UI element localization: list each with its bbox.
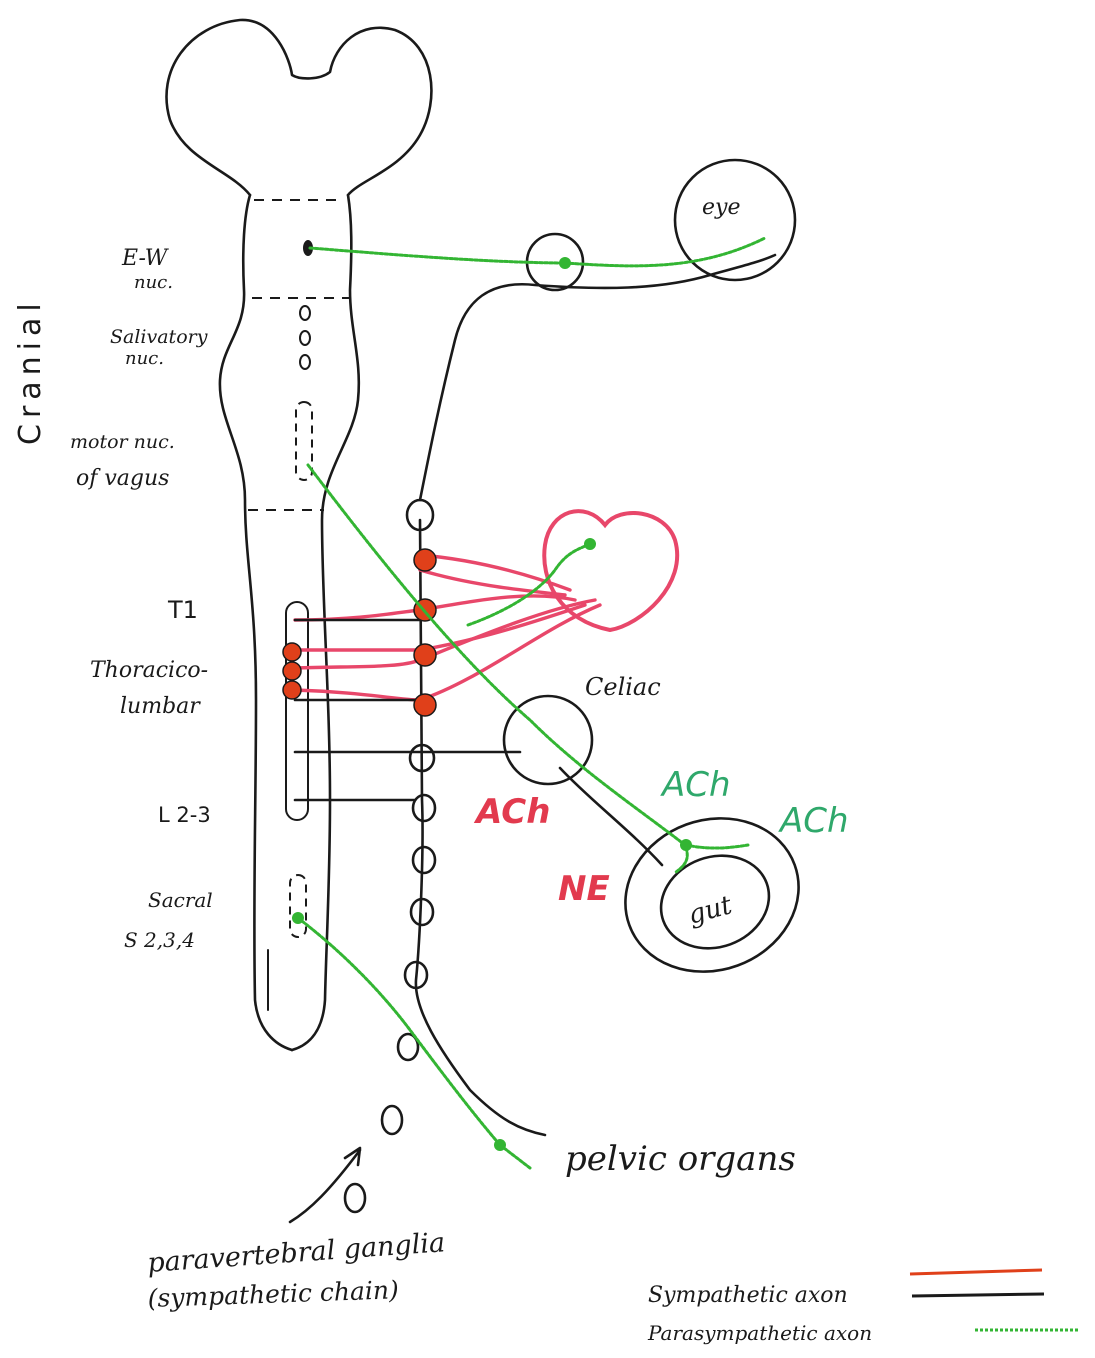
sympathetic-to-eye <box>420 255 775 500</box>
legend: Sympathetic axon Parasympathetic axon <box>647 1270 1078 1345</box>
t1-label: T1 <box>167 596 198 624</box>
chain-ganglion-neuron <box>414 644 436 666</box>
sympathetic-neuron <box>283 662 301 680</box>
chain-ganglion <box>413 795 435 821</box>
sympathetic-neuron <box>283 681 301 699</box>
salivatory-nucleus <box>300 331 310 345</box>
sacral-nucleus <box>290 875 306 937</box>
salivatory-label: Salivatory <box>110 326 208 348</box>
cranial-label: Cranial <box>13 297 48 445</box>
pelvic-organs-label: pelvic organs <box>565 1139 796 1179</box>
legend-parasympathetic-label: Parasympathetic axon <box>647 1321 872 1345</box>
cardiac-neuron <box>584 538 596 550</box>
parasympathetic-axon-pelvic-post <box>500 1145 530 1168</box>
ganglia-label-2: (sympathetic chain) <box>147 1275 399 1313</box>
celiac-label: Celiac <box>585 673 661 701</box>
parasympathetic-axon-gut-post <box>676 848 687 872</box>
sympathetic-neuron <box>283 643 301 661</box>
brainstem-nuclei <box>286 240 313 937</box>
eye-label: eye <box>702 195 740 220</box>
ew-label: E-W <box>121 246 170 271</box>
legend-red-swatch <box>910 1270 1042 1274</box>
sacral-label: Sacral <box>148 888 213 912</box>
gut-label: gut <box>685 890 736 930</box>
parasympathetic-axon-eye-pre <box>310 248 560 263</box>
chain-ganglion <box>413 847 435 873</box>
ach-green-label-2: ACh <box>778 801 849 841</box>
thoracolumbar-column <box>286 602 308 820</box>
parasympathetic-pathways <box>292 238 765 1168</box>
chain-ganglion-neuron <box>414 694 436 716</box>
sacral-neuron <box>292 912 304 924</box>
labels: Cranial E-W nuc. Salivatory nuc. motor n… <box>13 195 849 1313</box>
ew-label-2: nuc. <box>134 272 173 293</box>
salivatory-nucleus <box>300 355 310 369</box>
salivatory-nucleus <box>300 306 310 320</box>
sacral-label-2: S 2,3,4 <box>124 928 195 952</box>
l23-label: L 2-3 <box>158 803 211 827</box>
chain-ganglion <box>382 1106 402 1134</box>
chain-ganglion <box>345 1184 365 1212</box>
ganglia-label: paravertebral ganglia <box>146 1227 446 1279</box>
chain-ganglion-neuron <box>414 549 436 571</box>
parasympathetic-axon-vagus <box>308 465 685 845</box>
ach-green-label: ACh <box>660 765 731 805</box>
spinal-cord-left-edge <box>220 195 292 1050</box>
legend-black-swatch <box>912 1294 1044 1296</box>
parasympathetic-axon-eye-post <box>565 238 765 266</box>
salivatory-label-2: nuc. <box>125 348 164 369</box>
ach-red-label: ACh <box>473 792 550 832</box>
celiac-group <box>295 696 662 865</box>
vagus-label: motor nuc. <box>70 431 175 453</box>
parasympathetic-axon-gut-post <box>686 845 748 848</box>
vagus-label-2: of vagus <box>76 466 169 491</box>
ne-label: NE <box>558 869 610 909</box>
legend-sympathetic-label: Sympathetic axon <box>648 1283 848 1308</box>
thoracolumbar-label: Thoracico- <box>90 658 208 683</box>
thoracolumbar-label-2: lumbar <box>120 694 201 719</box>
brain-outline-icon <box>166 20 431 195</box>
